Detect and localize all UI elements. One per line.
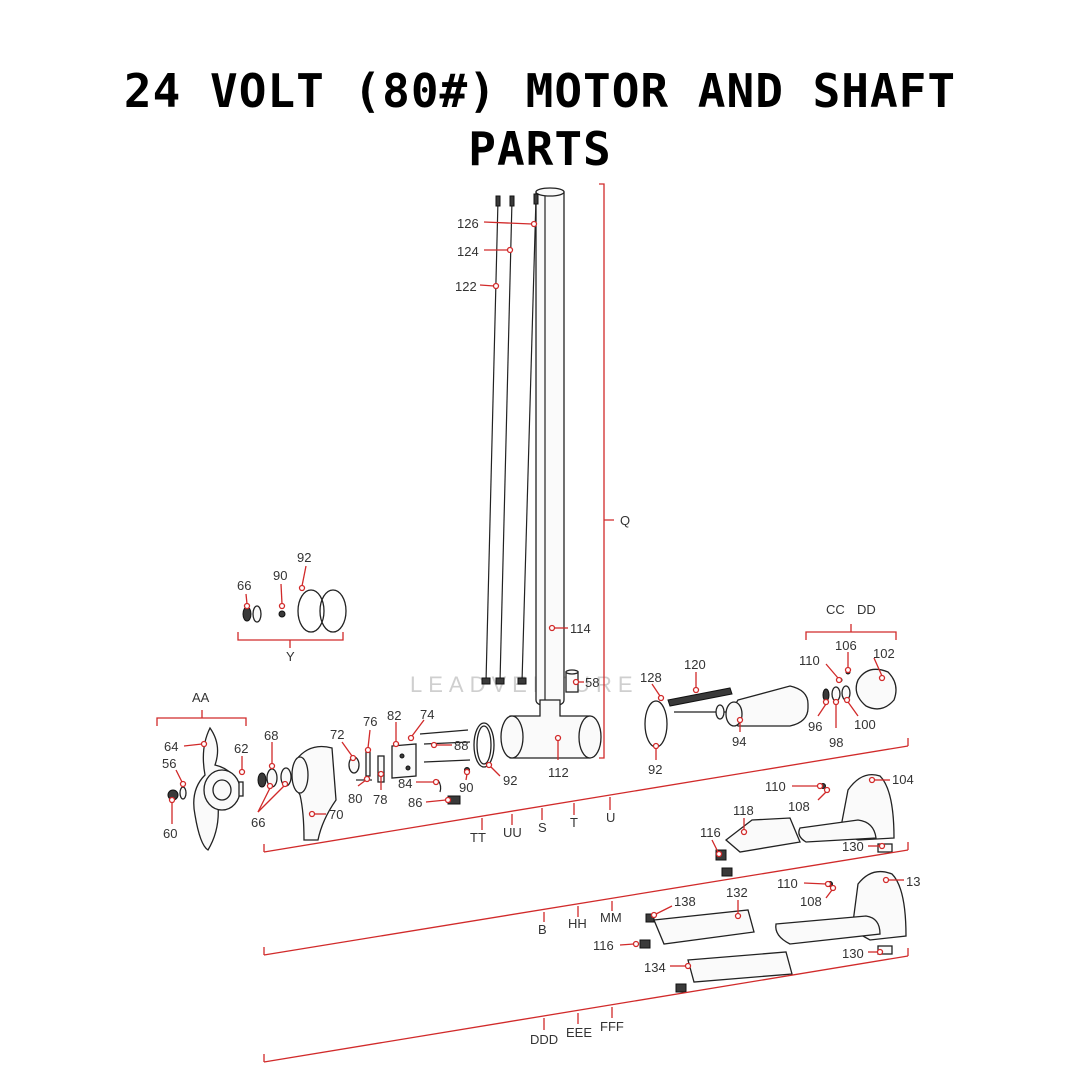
callout-124: 124 bbox=[457, 244, 479, 259]
callout-64: 64 bbox=[164, 739, 178, 754]
callout-eee: EEE bbox=[566, 1025, 592, 1040]
callout-aa: AA bbox=[192, 690, 210, 705]
callouts: 126 124 122 Q 114 58 92 90 66 Y AA 64 62… bbox=[162, 216, 920, 1047]
callout-102: 102 bbox=[873, 646, 895, 661]
callout-118: 118 bbox=[733, 803, 754, 818]
callout-132: 132 bbox=[726, 885, 748, 900]
callout-122: 122 bbox=[455, 279, 477, 294]
callout-fff: FFF bbox=[600, 1019, 624, 1034]
bracket-lines bbox=[263, 183, 909, 1063]
callout-114: 114 bbox=[570, 621, 591, 636]
callout-s: S bbox=[538, 820, 547, 835]
callout-90-y: 90 bbox=[273, 568, 287, 583]
callout-56: 56 bbox=[162, 756, 176, 771]
callout-86: 86 bbox=[408, 795, 422, 810]
callout-hh: HH bbox=[568, 916, 587, 931]
callout-116-low: 116 bbox=[593, 938, 614, 953]
callout-106: 106 bbox=[835, 638, 857, 653]
callout-u: U bbox=[606, 810, 615, 825]
callout-92-motor: 92 bbox=[648, 762, 662, 777]
callout-84: 84 bbox=[398, 776, 412, 791]
page-title: 24 VOLT (80#) MOTOR AND SHAFT PARTS bbox=[0, 62, 1080, 178]
callout-mm: MM bbox=[600, 910, 622, 925]
callout-ddd: DDD bbox=[530, 1032, 558, 1047]
callout-120: 120 bbox=[684, 657, 706, 672]
callout-104: 104 bbox=[892, 772, 914, 787]
callout-68: 68 bbox=[264, 728, 278, 743]
callout-90: 90 bbox=[459, 780, 473, 795]
callout-110-low: 110 bbox=[777, 876, 798, 891]
callout-98: 98 bbox=[829, 735, 843, 750]
callout-116-mid: 116 bbox=[700, 825, 721, 840]
callout-76: 76 bbox=[363, 714, 377, 729]
callout-130-mid: 130 bbox=[842, 839, 864, 854]
callout-110-mid: 110 bbox=[765, 779, 786, 794]
callout-134: 134 bbox=[644, 960, 666, 975]
callout-112: 112 bbox=[548, 765, 569, 780]
callout-t: T bbox=[570, 815, 578, 830]
callout-60: 60 bbox=[163, 826, 177, 841]
callout-74: 74 bbox=[420, 707, 434, 722]
callout-88: 88 bbox=[454, 738, 468, 753]
callout-62: 62 bbox=[234, 741, 248, 756]
callout-q: Q bbox=[620, 513, 630, 528]
callout-80: 80 bbox=[348, 791, 362, 806]
callout-138: 138 bbox=[674, 894, 696, 909]
callout-tt: TT bbox=[470, 830, 486, 845]
callout-92-shaft: 92 bbox=[503, 773, 517, 788]
title-line-1: 24 VOLT (80#) MOTOR AND SHAFT bbox=[123, 64, 957, 118]
title-line-2: PARTS bbox=[468, 122, 612, 176]
motor-assembly bbox=[644, 624, 897, 748]
callout-13: 13 bbox=[906, 874, 920, 889]
callout-130-low: 130 bbox=[842, 946, 864, 961]
callout-108-low: 108 bbox=[800, 894, 822, 909]
y-kit bbox=[237, 589, 347, 648]
callout-dd: DD bbox=[857, 602, 876, 617]
callout-110-top: 110 bbox=[799, 653, 820, 668]
callout-58: 58 bbox=[585, 675, 599, 690]
callout-66: 66 bbox=[251, 815, 265, 830]
callout-uu: UU bbox=[503, 825, 522, 840]
callout-96: 96 bbox=[808, 719, 822, 734]
callout-92-y: 92 bbox=[297, 550, 311, 565]
callout-70: 70 bbox=[329, 807, 343, 822]
shaft-assembly bbox=[473, 187, 602, 768]
callout-100: 100 bbox=[854, 717, 876, 732]
callout-128: 128 bbox=[640, 670, 662, 685]
callout-cc: CC bbox=[826, 602, 845, 617]
callout-108-mid: 108 bbox=[788, 799, 810, 814]
callout-94: 94 bbox=[732, 734, 746, 749]
callout-y: Y bbox=[286, 649, 295, 664]
mount-housings bbox=[639, 773, 907, 993]
callout-b: B bbox=[538, 922, 547, 937]
callout-126: 126 bbox=[457, 216, 479, 231]
callout-78: 78 bbox=[373, 792, 387, 807]
callout-82: 82 bbox=[387, 708, 401, 723]
callout-66-y: 66 bbox=[237, 578, 251, 593]
callout-72: 72 bbox=[330, 727, 344, 742]
